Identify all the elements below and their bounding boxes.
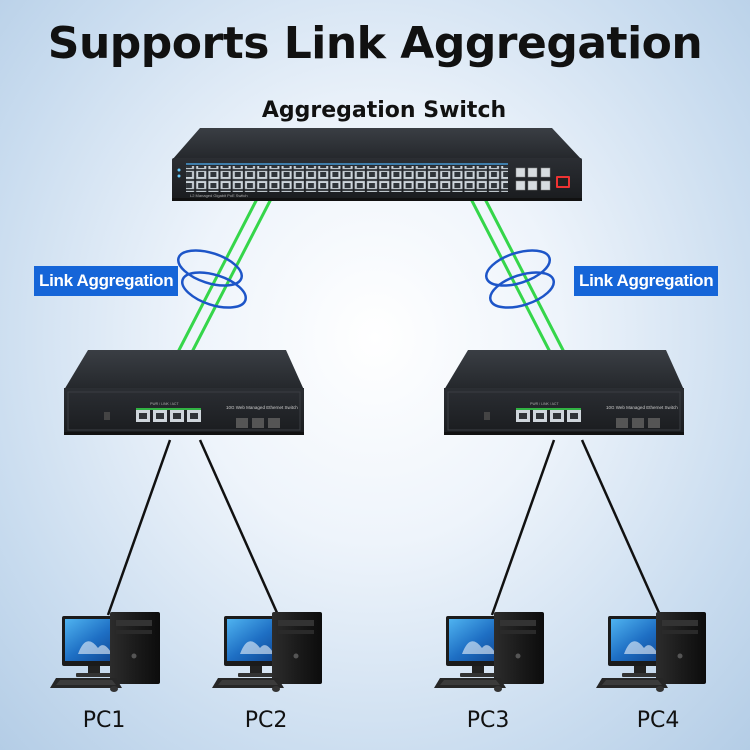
pc-label-4: PC4: [636, 708, 680, 733]
aggregation-switch-title: Aggregation Switch: [261, 98, 507, 123]
link-ring-icon: [177, 249, 247, 309]
pc-cables: [106, 439, 662, 616]
cable-pc3: [490, 439, 556, 616]
desktop-pc-icon: [50, 612, 160, 692]
pc-label-3: PC3: [466, 708, 510, 733]
aggregation-switch-silkscreen: L2 Managed Gigabit PoE Switch: [190, 193, 248, 198]
access-switch-icon: 10G Web Managed Ethernet Switch PWR / LI…: [64, 350, 304, 435]
aggregation-switch-icon: L2 Managed Gigabit PoE Switch: [172, 128, 582, 201]
aggregation-link-right-1: [468, 196, 552, 353]
page-title: Supports Link Aggregation: [47, 18, 703, 69]
access-switch-right-label: 10G Web Managed Ethernet Switch: [606, 405, 678, 410]
cable-pc2: [198, 439, 280, 616]
link-ring-icon: [485, 249, 555, 309]
desktop-pc-icon: [434, 612, 544, 692]
desktop-pc-icon: [596, 612, 706, 692]
access-switch-left-label: 10G Web Managed Ethernet Switch: [226, 405, 298, 410]
pc-label-1: PC1: [82, 708, 126, 733]
cable-pc1: [106, 439, 172, 616]
link-aggregation-badge-right: Link Aggregation: [574, 266, 719, 296]
access-switch-icon: 10G Web Managed Ethernet Switch PWR / LI…: [444, 350, 684, 435]
aggregation-links: [176, 196, 566, 353]
access-switch-left-leds: PWR / LINK / ACT: [150, 402, 179, 406]
aggregation-link-left-2: [190, 196, 274, 353]
cable-pc4: [580, 439, 662, 616]
pc-label-2: PC2: [244, 708, 288, 733]
desktop-pc-icon: [212, 612, 322, 692]
link-aggregation-badge-left: Link Aggregation: [34, 266, 179, 296]
access-switch-right-leds: PWR / LINK / ACT: [530, 402, 559, 406]
